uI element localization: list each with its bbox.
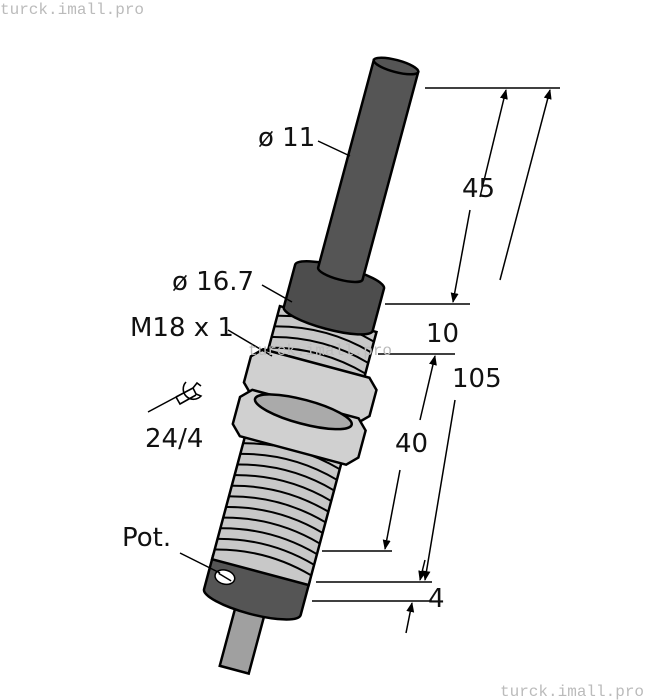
hex-nut-upper	[242, 347, 378, 425]
thread-line	[214, 548, 312, 577]
dim-4-arrow-top	[418, 559, 427, 581]
sensor-body	[202, 56, 420, 676]
watermark-center: turck.imall.pro	[248, 342, 392, 360]
thread-line	[223, 516, 321, 545]
thread-label: M18 x 1	[130, 313, 234, 343]
wrench-size-label: 24/4	[145, 424, 203, 454]
dim-40-label: 40	[395, 429, 428, 459]
cap-diameter-label: ø 16.7	[172, 267, 254, 297]
dim-105-arrow-top	[499, 89, 552, 281]
watermark-bottom: turck.imall.pro	[500, 683, 644, 700]
thread-line	[217, 537, 315, 566]
thread-line	[220, 527, 318, 556]
thread-line	[271, 336, 369, 364]
cable	[316, 58, 420, 284]
watermark-top: turck.imall.pro	[0, 1, 144, 19]
dim-45-arrow-bottom	[450, 209, 471, 303]
thread-line	[274, 325, 372, 354]
thread-line	[226, 506, 324, 534]
dim-40-arrow-bottom	[382, 469, 401, 550]
dim-10-label: 10	[426, 319, 459, 349]
extension-lines	[312, 87, 560, 602]
thread-line	[231, 484, 329, 513]
wrench-icon	[175, 381, 203, 406]
washer	[253, 393, 353, 431]
thread-line	[268, 346, 366, 375]
dim-4-arrow-bottom	[405, 602, 415, 634]
dim-45-label: 45	[462, 174, 495, 204]
thread-line	[237, 463, 335, 492]
cable-end	[372, 56, 420, 76]
dim-105-label: 105	[452, 364, 502, 394]
thread-line	[234, 474, 332, 502]
dim-105-arrow-bottom	[422, 399, 456, 581]
thread-line	[228, 495, 327, 524]
pot-label: Pot.	[122, 523, 171, 553]
dimension-lines	[147, 89, 552, 634]
cable-diameter-label: ø 11	[258, 123, 315, 153]
thread-line	[240, 452, 338, 481]
dim-45-arrow-top	[479, 89, 508, 198]
dim-40-arrow-top	[419, 355, 437, 421]
dim-4-label: 4	[428, 584, 445, 614]
